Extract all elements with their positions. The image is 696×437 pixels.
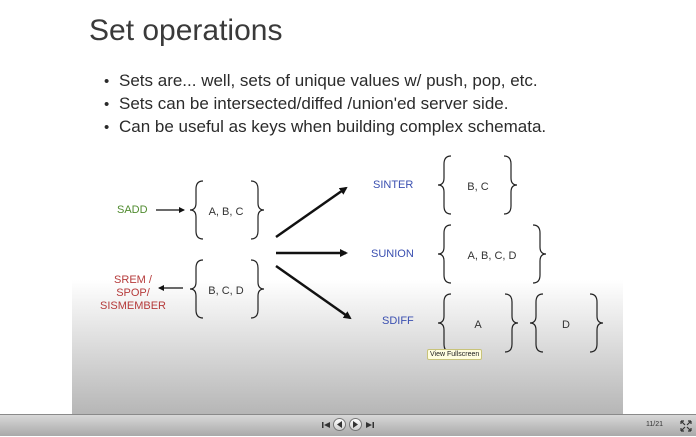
bullet-item: • Sets are... well, sets of unique values…: [104, 70, 546, 93]
sadd-label: SADD: [117, 204, 148, 216]
sdiff-result-a: A: [474, 319, 482, 331]
fullscreen-toggle-icon[interactable]: [680, 419, 692, 432]
last-slide-button[interactable]: [365, 418, 375, 432]
view-fullscreen-tooltip: View Fullscreen: [427, 349, 483, 360]
player-control-bar: 11/21: [0, 414, 696, 436]
set-operations-diagram: SADD SREM / SPOP/ SISMEMBER A, B, C B, C…: [100, 155, 604, 353]
bullet-item: • Sets can be intersected/diffed /union'e…: [104, 93, 546, 116]
bullet-list: • Sets are... well, sets of unique values…: [104, 70, 546, 139]
sinter-label: SINTER: [373, 179, 413, 191]
skip-to-end-icon: [366, 422, 374, 428]
set2-values: B, C, D: [208, 285, 244, 297]
slide-counter: 11/21: [646, 421, 663, 428]
sdiff-a-close-brace: [504, 293, 519, 353]
sdiff-label: SDIFF: [382, 315, 414, 327]
play-reverse-icon: [337, 421, 342, 428]
spop-label: SPOP/: [116, 287, 151, 299]
bullet-text: Sets can be intersected/diffed /union'ed…: [119, 94, 509, 113]
bullet-item: • Can be useful as keys when building com…: [104, 116, 546, 139]
bullet-text: Can be useful as keys when building comp…: [119, 117, 547, 136]
slide-title: Set operations: [89, 14, 283, 47]
sinter-result: B, C: [467, 181, 488, 193]
next-slide-button[interactable]: [349, 418, 362, 431]
sunion-label: SUNION: [371, 248, 414, 260]
sdiff-d-open-brace: [529, 293, 544, 353]
previous-slide-button[interactable]: [333, 418, 346, 431]
skip-to-start-icon: [322, 422, 330, 428]
bullet-text: Sets are... well, sets of unique values …: [119, 71, 538, 90]
sunion-open-brace: [437, 224, 452, 284]
set1-close-brace: [250, 180, 265, 240]
sinter-arrow: [275, 186, 348, 239]
sismember-label: SISMEMBER: [100, 300, 166, 312]
bullet-icon: •: [104, 96, 110, 113]
bullet-icon: •: [104, 119, 110, 136]
set2-close-brace: [250, 259, 265, 319]
srem-label: SREM /: [114, 274, 153, 286]
bullet-icon: •: [104, 73, 110, 90]
sunion-close-brace: [532, 224, 547, 284]
sinter-close-brace: [503, 155, 518, 215]
sinter-open-brace: [437, 155, 452, 215]
sdiff-result-d: D: [562, 319, 570, 331]
set2-open-brace: [189, 259, 204, 319]
first-slide-button[interactable]: [321, 418, 331, 432]
sdiff-a-open-brace: [437, 293, 452, 353]
set1-values: A, B, C: [209, 206, 244, 218]
set1-open-brace: [189, 180, 204, 240]
slide-canvas: [72, 0, 623, 414]
sunion-result: A, B, C, D: [468, 250, 517, 262]
sdiff-arrow: [275, 264, 352, 320]
play-icon: [353, 421, 358, 428]
sdiff-d-close-brace: [589, 293, 604, 353]
